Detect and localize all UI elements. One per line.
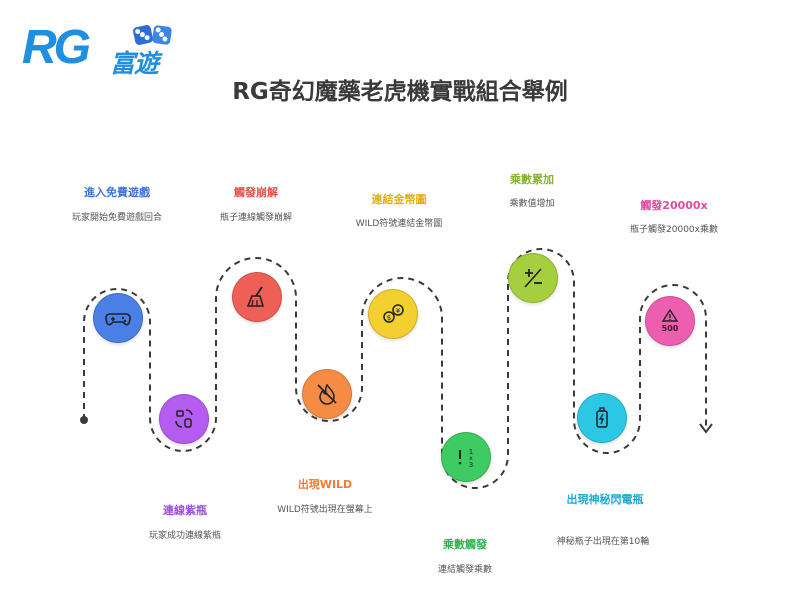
warning-500-icon: 500 [662,308,679,333]
page-title: RG奇幻魔藥老虎機實戰組合舉例 [232,79,568,105]
step-7-heading: 乘數累加 [510,173,554,186]
step-9-icon-circle: 500 [645,296,695,346]
broom-icon [246,286,265,307]
step-9-description: 瓶子觸發20000x乘數 [630,225,718,235]
step-8-description: 神秘瓶子出現在第10輪 [556,537,650,547]
step-2-description: 玩家成功連線紫瓶 [148,531,221,541]
step-6-heading: 乘數觸發 [443,538,487,551]
logo-brand-text: RG [22,21,91,74]
fraction-icon: 1 x 3 [458,448,473,469]
step-1-heading: 進入免費遊戲 [84,186,150,199]
svg-text:3: 3 [469,461,473,469]
step-8-icon-circle [577,393,627,443]
step-1-description: 玩家開始免費遊戲回合 [71,213,162,223]
step-8-heading: 出現神秘閃電瓶 [566,493,644,506]
step-4-heading: 出現WILD [297,478,353,491]
step-1-icon-circle [93,293,143,343]
svg-text:$: $ [387,314,391,322]
step-7-description: 乘數值增加 [509,199,555,209]
step-3-description: 瓶子連線觸發崩解 [219,213,292,223]
path-start-dot [80,416,88,424]
gamepad-icon [105,313,131,326]
step-2-heading: 連線紫瓶 [163,504,207,517]
step-5-heading: 連結金幣圖 [371,193,427,206]
svg-text:500: 500 [662,324,679,333]
step-4-description: WILD符號出現在螢幕上 [277,505,373,515]
battery-bolt-icon [596,407,608,428]
brand-logo: RG 富遊 [22,14,182,80]
step-6-description: 連結觸發乘數 [437,565,492,575]
step-3-heading: 觸發崩解 [234,186,278,199]
step-4-icon-circle [302,369,352,419]
step-6-icon-circle: 1 x 3 [441,432,491,482]
path-end-arrow [699,423,713,434]
coin-exchange-icon: $ ¥ [383,304,404,323]
plus-minus-icon [524,268,542,288]
bottle-swap-icon [175,409,193,428]
logo-name-text: 富遊 [110,49,159,78]
no-fire-icon [317,383,337,405]
svg-text:¥: ¥ [396,307,401,315]
step-2-icon-circle [159,394,209,444]
svg-text:x: x [469,455,473,462]
step-7-icon-circle [508,253,558,303]
svg-text:1: 1 [469,448,473,456]
step-3-icon-circle [232,272,282,322]
step-5-icon-circle: $ ¥ [368,289,418,339]
step-9-heading: 觸發20000x [640,199,708,212]
step-5-description: WILD符號連結金幣圖 [355,219,443,229]
